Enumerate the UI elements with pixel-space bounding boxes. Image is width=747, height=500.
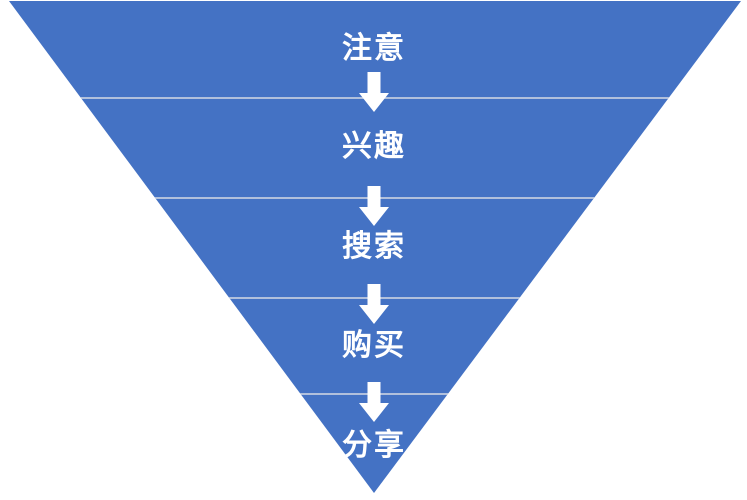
stage-purchase: 购买 [342, 329, 406, 422]
stage-label-search: 搜索 [342, 230, 406, 263]
stage-label-share: 分享 [342, 428, 406, 462]
stage-label-attention: 注意 [342, 31, 406, 65]
stage-label-interest: 兴趣 [342, 130, 406, 163]
funnel-triangle [9, 1, 741, 493]
down-arrow-icon [359, 186, 389, 226]
stage-attention: 注意 [342, 31, 406, 112]
down-arrow-icon [359, 382, 389, 422]
down-arrow-icon [359, 72, 389, 112]
down-arrow-icon [359, 284, 389, 324]
stage-interest: 兴趣 [342, 130, 406, 226]
stage-share: 分享 [342, 428, 406, 462]
stage-label-purchase: 购买 [342, 329, 406, 362]
stage-search: 搜索 [342, 230, 406, 324]
